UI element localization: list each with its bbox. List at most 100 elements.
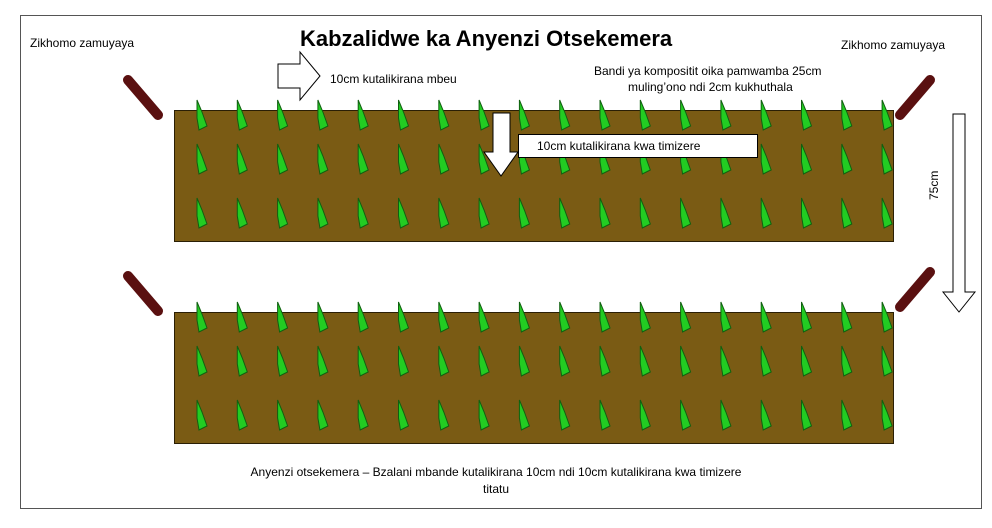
seedling <box>881 197 893 229</box>
seedling <box>317 345 329 377</box>
seedling <box>559 399 571 431</box>
seedling <box>760 301 772 333</box>
peg-top-right <box>895 75 935 120</box>
seedling <box>680 99 692 131</box>
caption-line2: titatu <box>482 482 509 496</box>
seedling <box>357 99 369 131</box>
seedling <box>438 99 450 131</box>
peg-label-left: Zikhomo zamuyaya <box>30 36 135 50</box>
seedling <box>317 197 329 229</box>
bed-gap-label: 75cm <box>927 170 941 200</box>
seedling <box>760 99 772 131</box>
seedling <box>277 99 289 131</box>
seedling <box>760 399 772 431</box>
seedling <box>559 301 571 333</box>
seedling <box>196 143 208 175</box>
seedling <box>317 143 329 175</box>
seedling <box>599 399 611 431</box>
seedling <box>518 399 531 431</box>
seedling <box>559 99 571 131</box>
seedling <box>478 143 490 175</box>
seedling <box>720 345 732 377</box>
peg-bottom-left <box>123 271 163 316</box>
seedling <box>236 399 248 431</box>
seedling <box>398 197 410 229</box>
seedling <box>599 345 611 377</box>
seedling <box>720 399 732 431</box>
seedling <box>398 399 410 431</box>
seedling <box>438 399 450 431</box>
seed-spacing-label: 10cm kutalikirana mbeu <box>330 72 457 86</box>
seedling <box>518 197 531 229</box>
seedling <box>398 301 410 333</box>
seedling <box>478 99 490 131</box>
seedling <box>277 399 289 431</box>
seedling <box>680 301 692 333</box>
seedling <box>236 345 248 377</box>
seedling <box>841 99 853 131</box>
seedling <box>277 197 289 229</box>
seedling <box>236 99 248 131</box>
seedling <box>801 99 813 131</box>
seedling <box>801 399 813 431</box>
peg-bottom-right <box>895 267 935 312</box>
seedling <box>720 197 732 229</box>
seedling <box>801 143 813 175</box>
seedling <box>398 143 410 175</box>
seedling <box>357 301 369 333</box>
seedling <box>398 99 410 131</box>
seedling <box>720 301 732 333</box>
seedling <box>478 301 490 333</box>
seedling <box>478 197 490 229</box>
seedling <box>357 345 369 377</box>
seedling <box>841 301 853 333</box>
seedling <box>236 143 248 175</box>
seedling <box>720 99 732 131</box>
seedling <box>398 345 410 377</box>
seedling <box>196 345 208 377</box>
seedling <box>639 197 651 229</box>
seedling <box>478 399 490 431</box>
seedling <box>639 345 651 377</box>
seedling <box>196 301 208 333</box>
seedling <box>196 197 208 229</box>
seedling <box>196 99 208 131</box>
seedling <box>599 99 611 131</box>
seedling <box>801 301 813 333</box>
seedling <box>881 143 893 175</box>
seedling <box>518 345 531 377</box>
seedling <box>680 345 692 377</box>
seedling <box>518 99 531 131</box>
seed-spacing-arrow <box>277 50 321 102</box>
seedling <box>599 301 611 333</box>
compost-note-line1: Bandi ya kompositit oika pamwamba 25cm <box>594 64 822 78</box>
compost-note-line2: muling’ono ndi 2cm kukhuthala <box>628 80 793 94</box>
seedling <box>317 399 329 431</box>
row-spacing-arrow <box>483 112 519 177</box>
seedling <box>680 197 692 229</box>
seedling <box>478 345 490 377</box>
seedling <box>357 399 369 431</box>
diagram-title: Kabzalidwe ka Anyenzi Otsekemera <box>300 26 673 51</box>
seedling <box>277 301 289 333</box>
bed-bottom <box>174 312 894 444</box>
seedling <box>559 345 571 377</box>
diagram-frame <box>20 15 982 509</box>
seedling <box>680 399 692 431</box>
seedling <box>236 301 248 333</box>
seedling <box>760 197 772 229</box>
seedling <box>518 301 531 333</box>
seedling <box>801 197 813 229</box>
seedling <box>841 399 853 431</box>
seedling <box>599 197 611 229</box>
seedling <box>438 143 450 175</box>
peg-label-right: Zikhomo zamuyaya <box>841 38 946 52</box>
seedling <box>317 99 329 131</box>
seedling <box>881 99 893 131</box>
seedling <box>841 143 853 175</box>
seedling <box>357 197 369 229</box>
seedling <box>277 345 289 377</box>
seedling <box>639 399 651 431</box>
bed-top <box>174 110 894 242</box>
